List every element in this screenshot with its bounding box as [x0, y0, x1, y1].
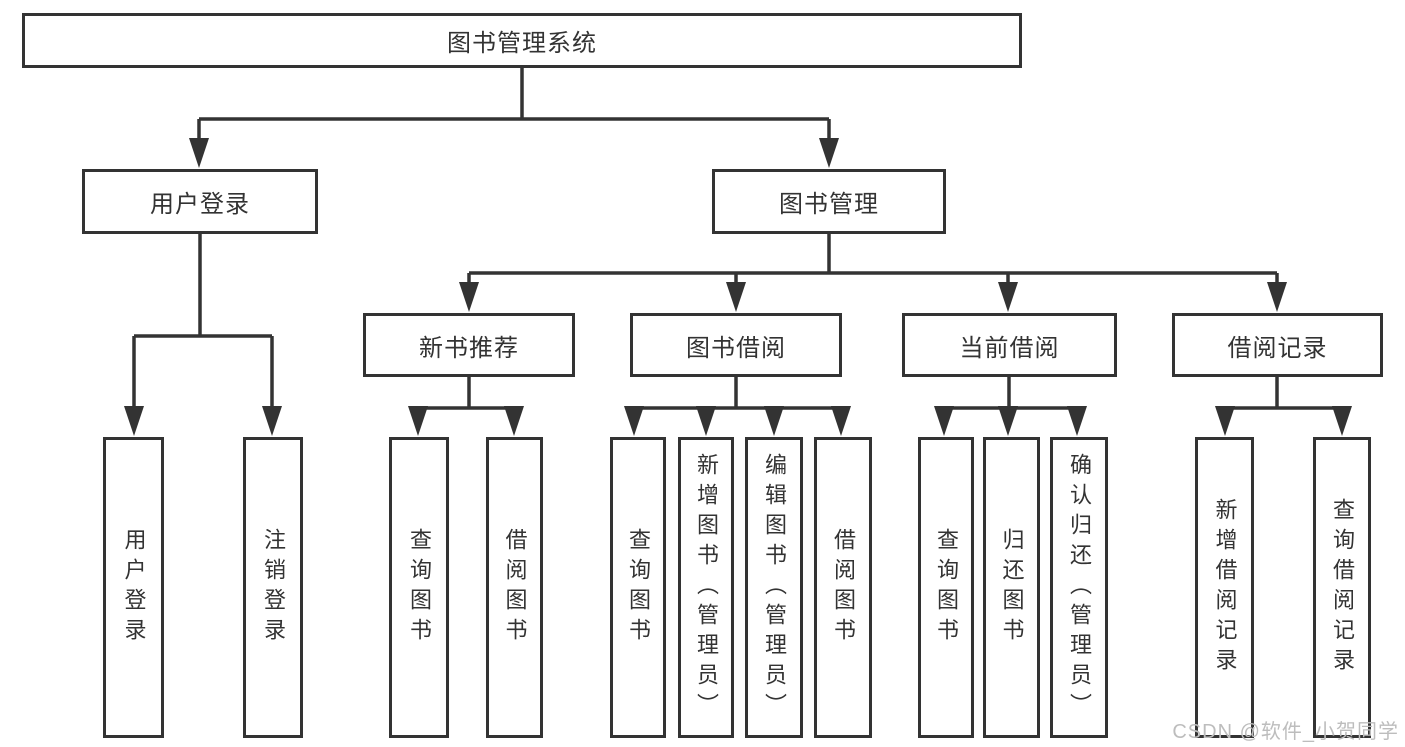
node-label: 用户登录 — [150, 191, 250, 218]
node-label: 查询图书 — [626, 527, 651, 648]
node-borrowing-records: 借阅记录 — [1172, 313, 1383, 377]
arrowhead-icon — [831, 406, 851, 436]
node-new-book-recommendation: 新书推荐 — [363, 313, 575, 377]
leaf-borrowing-query-books: 查询图书 — [610, 437, 666, 738]
leaf-current-query-books: 查询图书 — [918, 437, 974, 738]
leaf-recommendation-borrow-books: 借阅图书 — [486, 437, 543, 738]
node-label: 查询图书 — [934, 527, 959, 648]
arrowhead-icon — [624, 406, 644, 436]
leaf-borrowing-add-books-admin: 新增图书（管理员） — [678, 437, 734, 738]
arrowhead-icon — [998, 406, 1018, 436]
node-label: 图书管理 — [779, 191, 879, 218]
leaf-user-login: 用户登录 — [103, 437, 164, 738]
leaf-borrowing-borrow-books: 借阅图书 — [814, 437, 872, 738]
leaf-records-add-borrow-record: 新增借阅记录 — [1195, 437, 1254, 738]
node-label: 图书管理系统 — [447, 30, 597, 57]
node-label: 借阅记录 — [1227, 334, 1328, 362]
arrowhead-icon — [1332, 406, 1352, 436]
node-user-login: 用户登录 — [82, 169, 318, 234]
arrowhead-icon — [1267, 282, 1287, 312]
node-label: 确认归还（管理员） — [1067, 452, 1092, 723]
arrowhead-icon — [1215, 406, 1235, 436]
csdn-watermark: CSDN @软件_小贺同学 — [1172, 721, 1399, 743]
leaf-borrowing-edit-books-admin: 编辑图书（管理员） — [745, 437, 803, 738]
node-label: 新增图书（管理员） — [694, 452, 719, 723]
leaf-current-confirm-return-admin: 确认归还（管理员） — [1050, 437, 1108, 738]
leaf-current-return-books: 归还图书 — [983, 437, 1040, 738]
node-library-management-system: 图书管理系统 — [22, 13, 1022, 68]
arrowhead-icon — [262, 406, 282, 436]
node-book-management: 图书管理 — [712, 169, 946, 234]
node-label: 借阅图书 — [831, 527, 856, 648]
arrowhead-icon — [504, 406, 524, 436]
node-label: 查询图书 — [407, 527, 432, 648]
node-label: 归还图书 — [999, 527, 1025, 648]
arrowhead-icon — [1067, 406, 1087, 436]
leaf-records-query-borrow-record: 查询借阅记录 — [1313, 437, 1371, 738]
node-label: 用户登录 — [121, 527, 147, 648]
node-label: 图书借阅 — [686, 334, 786, 362]
arrowhead-icon — [726, 282, 746, 312]
node-label: 当前借阅 — [959, 334, 1060, 362]
arrowhead-icon — [189, 138, 209, 168]
arrowhead-icon — [819, 138, 839, 168]
node-label: 查询借阅记录 — [1330, 497, 1355, 678]
node-current-borrowing: 当前借阅 — [902, 313, 1117, 377]
leaf-recommendation-query-books: 查询图书 — [389, 437, 449, 738]
node-label: 编辑图书（管理员） — [762, 452, 787, 723]
node-label: 新增借阅记录 — [1212, 497, 1238, 678]
arrowhead-icon — [998, 282, 1018, 312]
arrowhead-icon — [764, 406, 784, 436]
arrowheads — [124, 138, 1352, 436]
leaf-logout: 注销登录 — [243, 437, 303, 738]
arrowhead-icon — [459, 282, 479, 312]
arrowhead-icon — [124, 406, 144, 436]
arrowhead-icon — [408, 406, 428, 436]
arrowhead-icon — [934, 406, 954, 436]
arrowhead-icon — [696, 406, 716, 436]
node-label: 新书推荐 — [419, 334, 519, 362]
node-book-borrowing: 图书借阅 — [630, 313, 842, 377]
node-label: 借阅图书 — [502, 527, 528, 648]
node-label: 注销登录 — [261, 527, 286, 648]
